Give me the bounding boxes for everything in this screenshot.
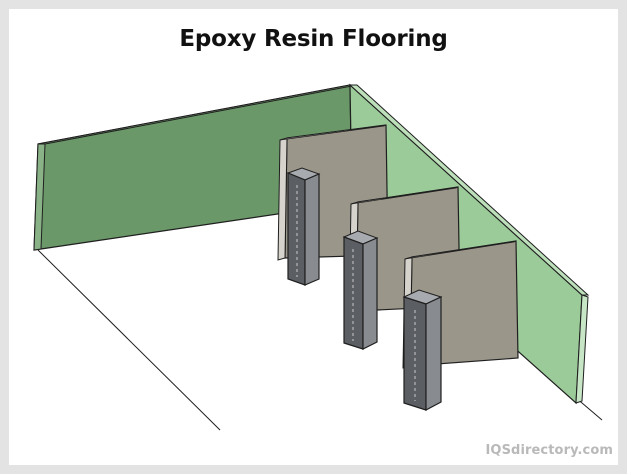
partition-1-edge bbox=[277, 137, 288, 261]
support-column bbox=[402, 289, 443, 411]
diagram-title: Epoxy Resin Flooring bbox=[179, 26, 448, 52]
back-wall-edge bbox=[33, 143, 46, 251]
side-wall-edge bbox=[575, 294, 589, 404]
column-3-side bbox=[425, 296, 442, 411]
partition-3-top bbox=[404, 240, 517, 260]
watermark-text: IQSdirectory.com bbox=[485, 443, 613, 458]
column-2-side bbox=[362, 237, 378, 350]
support-column bbox=[342, 230, 379, 350]
partition-2-top bbox=[350, 186, 459, 205]
floor-edge-left bbox=[37, 249, 221, 431]
support-column bbox=[286, 167, 321, 286]
partition-1-top bbox=[279, 124, 387, 141]
side-wall-top bbox=[348, 84, 590, 296]
column-1-side bbox=[304, 173, 320, 286]
